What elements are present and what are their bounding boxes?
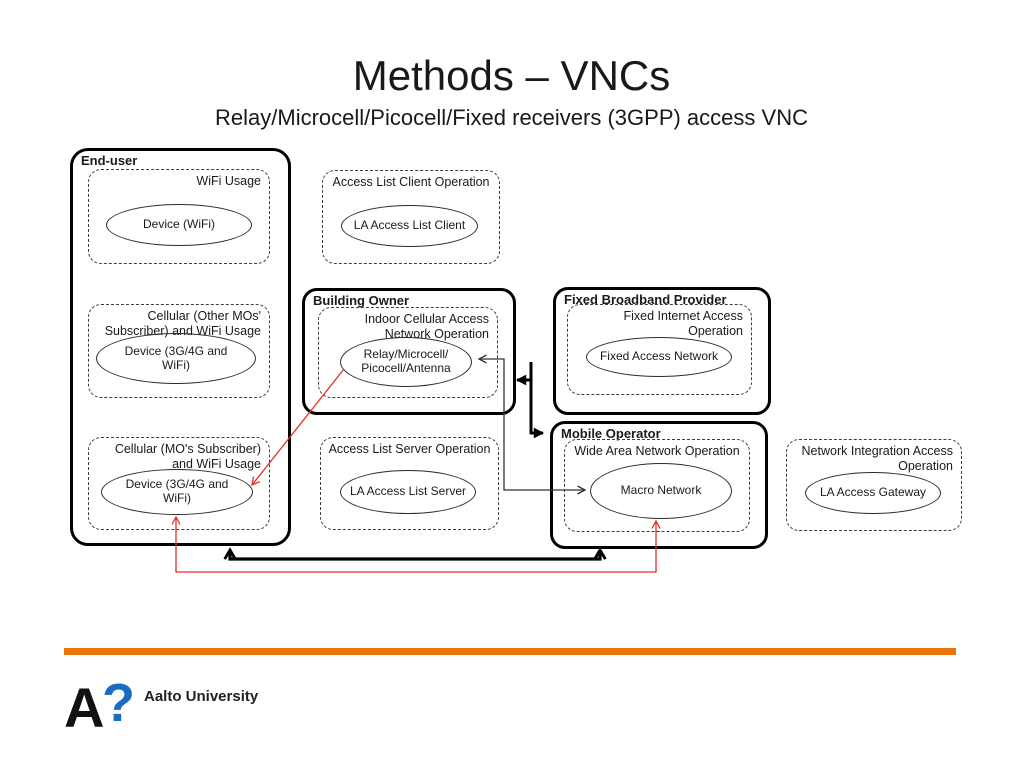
zone-cellular-other-label: Cellular (Other MOs' Subscriber) and WiF… <box>104 309 261 338</box>
node-macro-network: Macro Network <box>590 463 732 519</box>
aalto-logo-letter: A <box>64 676 105 739</box>
node-device-3g4g-mo: Device (3G/4G and WiFi) <box>101 469 253 515</box>
zone-cellular-other: Cellular (Other MOs' Subscriber) and WiF… <box>88 304 270 398</box>
group-building-owner: Building Owner <box>302 288 516 415</box>
group-fixed-broadband-label: Fixed Broadband Provider <box>564 292 727 307</box>
node-device-wifi: Device (WiFi) <box>106 204 252 246</box>
aalto-university-wordmark: Aalto University <box>144 688 259 705</box>
zone-wifi-usage-label: WiFi Usage <box>196 174 261 188</box>
connector-enduser-mobileoperator-bottom <box>223 547 607 561</box>
zone-fixed-internet: Fixed Internet Access Operation <box>567 304 752 395</box>
group-building-owner-label: Building Owner <box>313 293 410 308</box>
aalto-logo-questionmark-icon: ? <box>102 673 135 733</box>
slide-subtitle: Relay/Microcell/Picocell/Fixed receivers… <box>215 105 808 130</box>
zone-fixed-internet-label: Fixed Internet Access Operation <box>623 309 743 338</box>
node-device-3g4g-other: Device (3G/4G and WiFi) <box>96 333 256 384</box>
slide-title: Methods – VNCs <box>352 52 671 99</box>
zone-access-list-client: Access List Client Operation <box>322 170 500 264</box>
zone-network-integration: Network Integration Access Operation <box>786 439 962 531</box>
zone-network-integration-label: Network Integration Access Operation <box>801 444 953 473</box>
group-fixed-broadband: Fixed Broadband Provider <box>553 287 771 415</box>
accent-bar <box>64 648 956 655</box>
node-relay-microcell: Relay/Microcell/ Picocell/Antenna <box>340 337 472 387</box>
zone-cellular-mo-label: Cellular (MO's Subscriber) and WiFi Usag… <box>114 442 261 471</box>
zone-wide-area-label: Wide Area Network Operation <box>574 444 740 458</box>
group-end-user-label: End-user <box>81 153 138 168</box>
connector-mobileoperator-arrow <box>529 362 545 439</box>
node-la-access-list-server: LA Access List Server <box>340 470 476 514</box>
zone-access-list-client-label: Access List Client Operation <box>332 175 490 189</box>
node-la-access-gateway: LA Access Gateway <box>805 472 941 514</box>
zone-wifi-usage: WiFi Usage <box>88 169 270 264</box>
node-la-access-list-client: LA Access List Client <box>341 205 478 247</box>
node-fixed-access-network: Fixed Access Network <box>586 337 732 377</box>
zone-access-list-server-label: Access List Server Operation <box>328 442 491 456</box>
